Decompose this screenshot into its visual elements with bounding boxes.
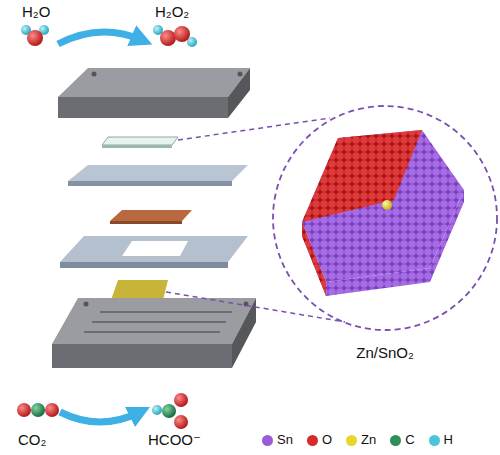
species-label: HCOO⁻ [148, 432, 201, 449]
material-label: Zn/SnO₂ [356, 345, 414, 362]
legend-swatch [429, 435, 440, 446]
species-label: H₂O₂ [155, 4, 189, 21]
legend-label: Zn [361, 433, 376, 447]
legend-swatch [307, 435, 318, 446]
legend-swatch [390, 435, 401, 446]
legend-swatch [262, 435, 273, 446]
species-label: CO₂ [18, 432, 46, 449]
species-label: H₂O [22, 4, 50, 21]
legend-label: C [405, 433, 414, 447]
legend-label: O [322, 433, 332, 447]
legend-label: H [444, 433, 453, 447]
legend-label: Sn [277, 433, 293, 447]
legend-swatch [346, 435, 357, 446]
